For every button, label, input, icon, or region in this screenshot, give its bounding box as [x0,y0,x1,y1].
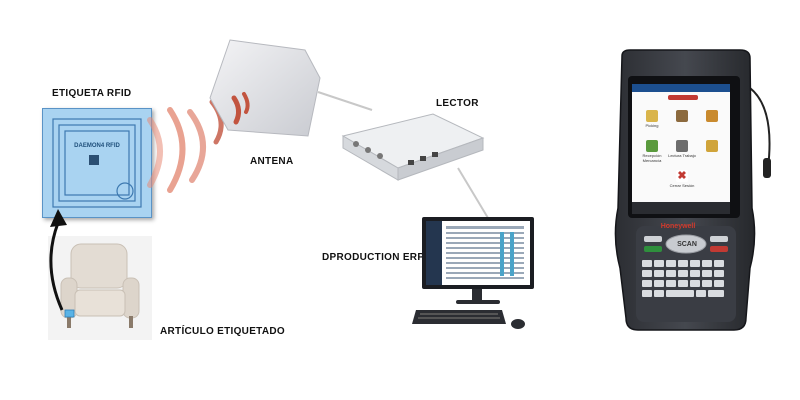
reader-label: LECTOR [436,98,479,109]
terminal-screen: Picking Recepción Mercancía Lectura Trab… [632,84,730,214]
article-label: ARTÍCULO ETIQUETADO [160,326,285,337]
reader-device [338,108,488,183]
erp-label: DPRODUCTION ERP [322,252,424,263]
app-lectura[interactable]: Lectura Trabajo [668,140,696,158]
app-reception[interactable]: Recepción Mercancía [638,140,666,163]
screen-status-bar [632,84,730,92]
erp-computer [410,212,540,337]
reading-icon [676,140,688,152]
brand-logo-text: Honeywell [650,223,706,230]
screen-softkey-bar [632,202,730,214]
reception-icon [646,140,658,152]
tools-icon [706,110,718,122]
bulb-icon [706,140,718,152]
app-item-6[interactable] [698,140,726,153]
box-icon [676,110,688,122]
app-picking[interactable]: Picking [638,110,666,128]
picking-icon [646,110,658,122]
close-icon: ✖ [676,170,688,182]
app-item-2[interactable] [668,110,696,123]
scan-button[interactable]: SCAN [668,241,706,248]
app-item-3[interactable] [698,110,726,123]
upward-arrow-icon [40,205,80,315]
app-logout[interactable]: ✖ Cerrar Sesión [668,170,696,188]
app-logo-icon [668,95,698,100]
